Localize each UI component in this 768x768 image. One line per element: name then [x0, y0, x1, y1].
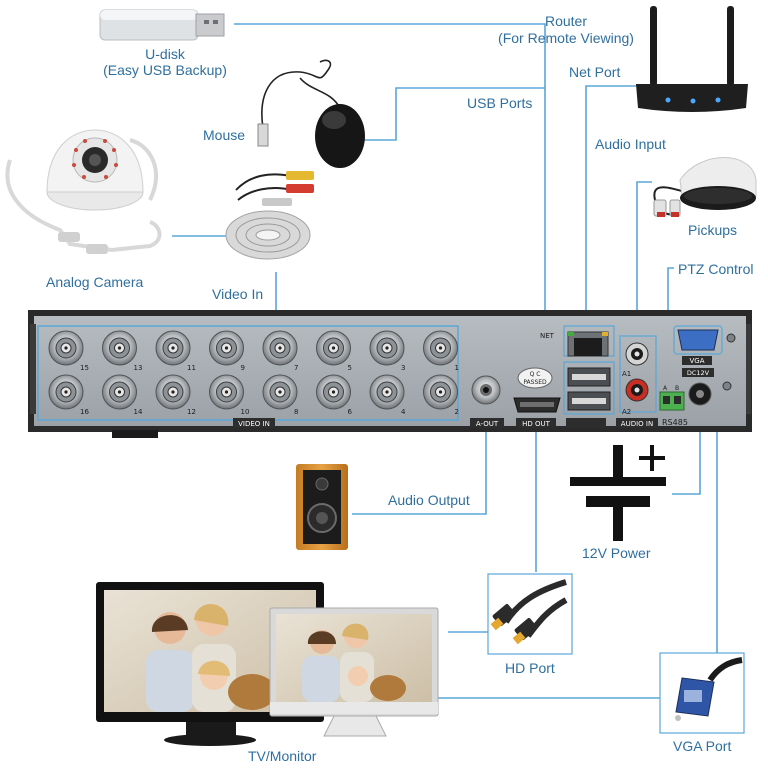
dome-camera-icon [5, 129, 162, 254]
bnc-connector-ch7 [262, 330, 298, 366]
udisk-sub-label: (Easy USB Backup) [103, 62, 227, 78]
bnc-connector-ch4 [369, 374, 405, 410]
panel-vga-label: VGA [689, 357, 704, 365]
pickups-label: Pickups [688, 222, 738, 238]
audio-input-label: Audio Input [595, 136, 666, 152]
channel-label-11: 11 [187, 364, 196, 372]
mouse-icon [257, 59, 365, 168]
bnc-connector-ch14 [102, 374, 137, 410]
ptz-control-label: PTZ Control [678, 261, 754, 277]
channel-label-9: 9 [241, 364, 245, 372]
panel-dc12v-label: DC12V [687, 369, 710, 377]
line-pickups-audioin [636, 181, 652, 340]
panel-video-in-label: VIDEO IN [238, 420, 270, 428]
line-audio-out [352, 410, 487, 515]
channel-label-12: 12 [187, 408, 196, 416]
panel-rs485-label: RS485 [662, 418, 688, 427]
power-label: 12V Power [582, 545, 651, 561]
microphone-icon [653, 157, 757, 217]
panel-a2-label: A2 [622, 408, 631, 416]
channel-label-2: 2 [455, 408, 459, 416]
panel-hd-out-label: HD OUT [522, 420, 551, 428]
bnc-connector-ch13 [102, 330, 137, 366]
dc-power-symbol-icon [570, 445, 666, 541]
udisk-label: U-disk [145, 46, 185, 62]
audio-output-label: Audio Output [388, 492, 470, 508]
analog-camera-label: Analog Camera [46, 274, 144, 290]
channel-label-4: 4 [401, 408, 406, 416]
panel-qc-label: Q C [530, 371, 541, 378]
vga-cable-icon [659, 652, 745, 734]
monitor-icon [96, 582, 439, 746]
connector-lines [172, 23, 718, 699]
panel-passed-label: PASSED [523, 379, 547, 386]
bnc-cable-icon [225, 171, 314, 260]
channel-number-labels: 15 13 11 9 7 5 3 1 16 14 12 10 8 6 4 2 [80, 364, 459, 416]
router-sub-label: (For Remote Viewing) [498, 30, 634, 46]
tv-monitor-label: TV/Monitor [248, 748, 317, 764]
hd-port-label: HD Port [505, 660, 555, 676]
channel-label-10: 10 [241, 408, 250, 416]
bnc-connector-ch9 [209, 330, 244, 366]
panel-a-out-label: A-OUT [476, 420, 499, 428]
panel-a1-label: A1 [622, 370, 631, 378]
channel-label-6: 6 [348, 408, 353, 416]
bnc-connector-ch11 [155, 330, 191, 366]
bnc-connector-ch16 [48, 374, 84, 410]
panel-printed-text: NET VIDEO IN A-OUT HD OUT AUDIO IN RS485… [233, 332, 714, 428]
usb-drive-icon [99, 9, 225, 41]
speaker-icon [296, 464, 348, 550]
panel-audio-in-label: AUDIO IN [621, 420, 653, 428]
bnc-connector-ch1 [423, 330, 458, 366]
router-icon [636, 6, 748, 112]
bnc-connector-ch8 [262, 374, 298, 410]
video-in-label: Video In [212, 286, 264, 302]
usb-ports-label: USB Ports [467, 95, 533, 111]
mouse-label: Mouse [203, 127, 246, 143]
channel-label-3: 3 [401, 364, 405, 372]
channel-label-1: 1 [455, 364, 459, 372]
channel-label-16: 16 [80, 408, 89, 416]
channel-label-13: 13 [134, 364, 143, 372]
bnc-connector-ch2 [423, 374, 458, 410]
panel-b-label: B [675, 385, 679, 392]
bnc-connector-group [48, 330, 458, 410]
bnc-connector-ch5 [316, 330, 351, 366]
net-port-label: Net Port [569, 64, 621, 80]
hdmi-cable-icon [487, 573, 573, 655]
channel-label-14: 14 [134, 408, 143, 416]
router-label: Router [544, 13, 588, 29]
line-router-net [585, 85, 638, 328]
bnc-connector-ch6 [316, 374, 351, 410]
channel-label-5: 5 [348, 364, 352, 372]
vga-port-label: VGA Port [673, 738, 732, 754]
panel-net-label: NET [540, 332, 555, 340]
bnc-connector-ch3 [369, 330, 405, 366]
channel-label-7: 7 [294, 364, 298, 372]
bnc-connector-ch15 [48, 330, 84, 366]
line-udisk-usb [234, 23, 546, 372]
channel-label-8: 8 [294, 408, 298, 416]
line-power [672, 405, 701, 495]
bnc-connector-ch10 [209, 374, 244, 410]
line-mouse-usb [364, 87, 545, 141]
panel-a-label: A [663, 385, 668, 392]
channel-label-15: 15 [80, 364, 89, 372]
bnc-connector-ch12 [155, 374, 191, 410]
